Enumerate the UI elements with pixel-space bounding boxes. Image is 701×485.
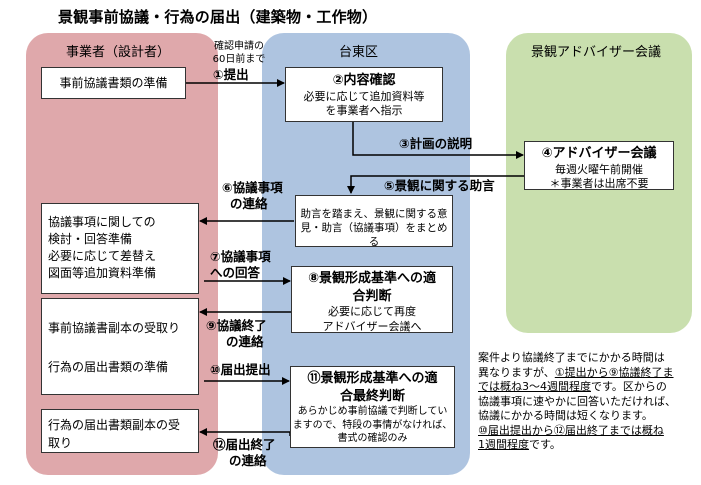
box-summarize: 助言を踏まえ、景観に関する意 見・助言（協議事項）をまとめる [295,195,453,249]
box-review-line1: 必要に応じて追加資料等 [303,89,425,103]
label-deadline: 確認申請の 60日前まで [208,41,270,66]
box-judge: ⑧景観形成基準への適 合判断 必要に応じて再度 アドバイザー会議へ [291,266,453,333]
label-answer-line2: への回答 [210,264,261,280]
note-line7u: 1週間程度 [478,438,529,452]
label-file-end: ⑫届出終了 の連絡 [213,437,276,468]
box-review-line2: を事業者へ指示 [325,104,403,118]
label-answer: ⑦協議事項 への回答 [210,249,271,280]
note-line1: 案件より協議終了までにかかる時間は [478,351,665,364]
label-submit: ①提出 [213,67,249,82]
box-advisor-meeting: ④アドバイザー会議 毎週火曜午前開催 ＊事業者は出席不要 [524,141,674,190]
box-respond-line1: 協議事項に関しての [48,215,156,229]
box-final: ⑪景観形成基準への適 合最終判断 あらかじめ事前協議で判断してい ますので、特段… [290,366,455,448]
arrow-file-end [199,428,291,436]
box-judge-line3: 必要に応じて再度 [328,305,416,319]
box-final-line1: ⑪景観形成基準への適 [307,371,438,386]
box-review-title: ②内容確認 [332,73,396,88]
box-receive-line2: 行為の届出書類の準備 [48,360,169,375]
label-contact-line1: ⑥協議事項 [222,180,283,195]
box-summarize-line2: 見・助言（協議事項）をまとめる [300,222,448,249]
note-line4: 協議事項に速やかに回答いただければ、 [478,394,676,408]
box-prepare-documents-text: 事前協議書類の準備 [59,76,168,90]
note-line6: ⑩届出提出から⑫届出終了までは概ね [478,423,664,437]
box-final-line3: あらかじめ事前協議で判断してい [297,406,448,418]
box-respond-line4: 図面等追加資料準備 [48,266,157,281]
note-line3b: です。区からの [591,380,667,394]
box-receive-line1: 事前協議書副本の受取り [48,321,181,335]
box-respond-line2: 検討・回答準備 [48,232,133,247]
box-final-line4: ますので、特段の事情がなければ、 [292,419,453,431]
label-contact-line2: の連絡 [230,195,268,211]
box-judge-line1: ⑧景観形成基準への適 [307,271,436,286]
label-advice: ⑤景観に関する助言 [384,178,495,193]
box-judge-line2: 合判断 [352,288,392,304]
label-end-line1: ⑨協議終了 [206,318,267,333]
box-review: ②内容確認 必要に応じて追加資料等 を事業者へ指示 [285,67,443,122]
box-notice: 行為の届出書類副本の受 取り [41,409,199,453]
note-line7b: です。 [529,438,561,452]
box-advisor-line2: ＊事業者は出席不要 [549,177,649,191]
label-end-line2: の連絡 [226,333,264,349]
label-end: ⑨協議終了 の連絡 [206,318,267,349]
note-line2u: ①提出から⑨協議終了ま [554,365,674,379]
box-final-line5: 書式の確認のみ [337,433,408,445]
box-respond: 協議事項に関しての 検討・回答準備 必要に応じて差替え 図面等追加資料準備 [41,203,199,294]
page-title: 景観事前協議・行為の届出（建築物・工作物） [58,8,378,26]
arrow-explain [352,121,524,159]
box-advisor-title: ④アドバイザー会議 [541,146,657,161]
label-explain: ③計画の説明 [399,136,473,151]
label-file-end-line2: の連絡 [229,452,267,468]
box-notice-line2: 取り [48,436,73,450]
lane-council-title: 景観アドバイザー会議 [531,45,662,60]
label-deadline-line2: 60日前まで [212,53,266,65]
label-answer-line1: ⑦協議事項 [210,249,271,264]
label-file: ⑩届出提出 [210,362,271,377]
box-notice-line1: 行為の届出書類副本の受 [48,418,181,432]
duration-note: 案件より協議終了までにかかる時間は 異なりますが、①提出から⑨協議終了ま では概… [478,351,698,453]
label-file-end-line1: ⑫届出終了 [213,437,276,452]
box-summarize-line1: 助言を踏まえ、景観に関する意 [300,208,448,220]
label-deadline-line1: 確認申請の [214,41,264,52]
box-advisor-line1: 毎週火曜午前開催 [555,162,643,176]
box-prepare-documents: 事前協議書類の準備 [41,67,186,99]
label-contact: ⑥協議事項 の連絡 [222,180,283,211]
box-receive: 事前協議書副本の受取り 行為の届出書類の準備 [41,298,199,395]
box-respond-line3: 必要に応じて差替え [48,249,157,264]
lane-applicant-title: 事業者（設計者） [66,45,171,60]
lane-ward-title: 台東区 [339,45,379,60]
box-final-line2: 合最終判断 [339,388,405,404]
note-line5: 協議にかかる時間は短くなります。 [478,409,653,423]
note-line3u: では概ね3～4週間程度 [478,380,591,394]
note-line2a: 異なりますが、 [478,365,555,379]
box-judge-line4: アドバイザー会議へ [322,319,422,333]
